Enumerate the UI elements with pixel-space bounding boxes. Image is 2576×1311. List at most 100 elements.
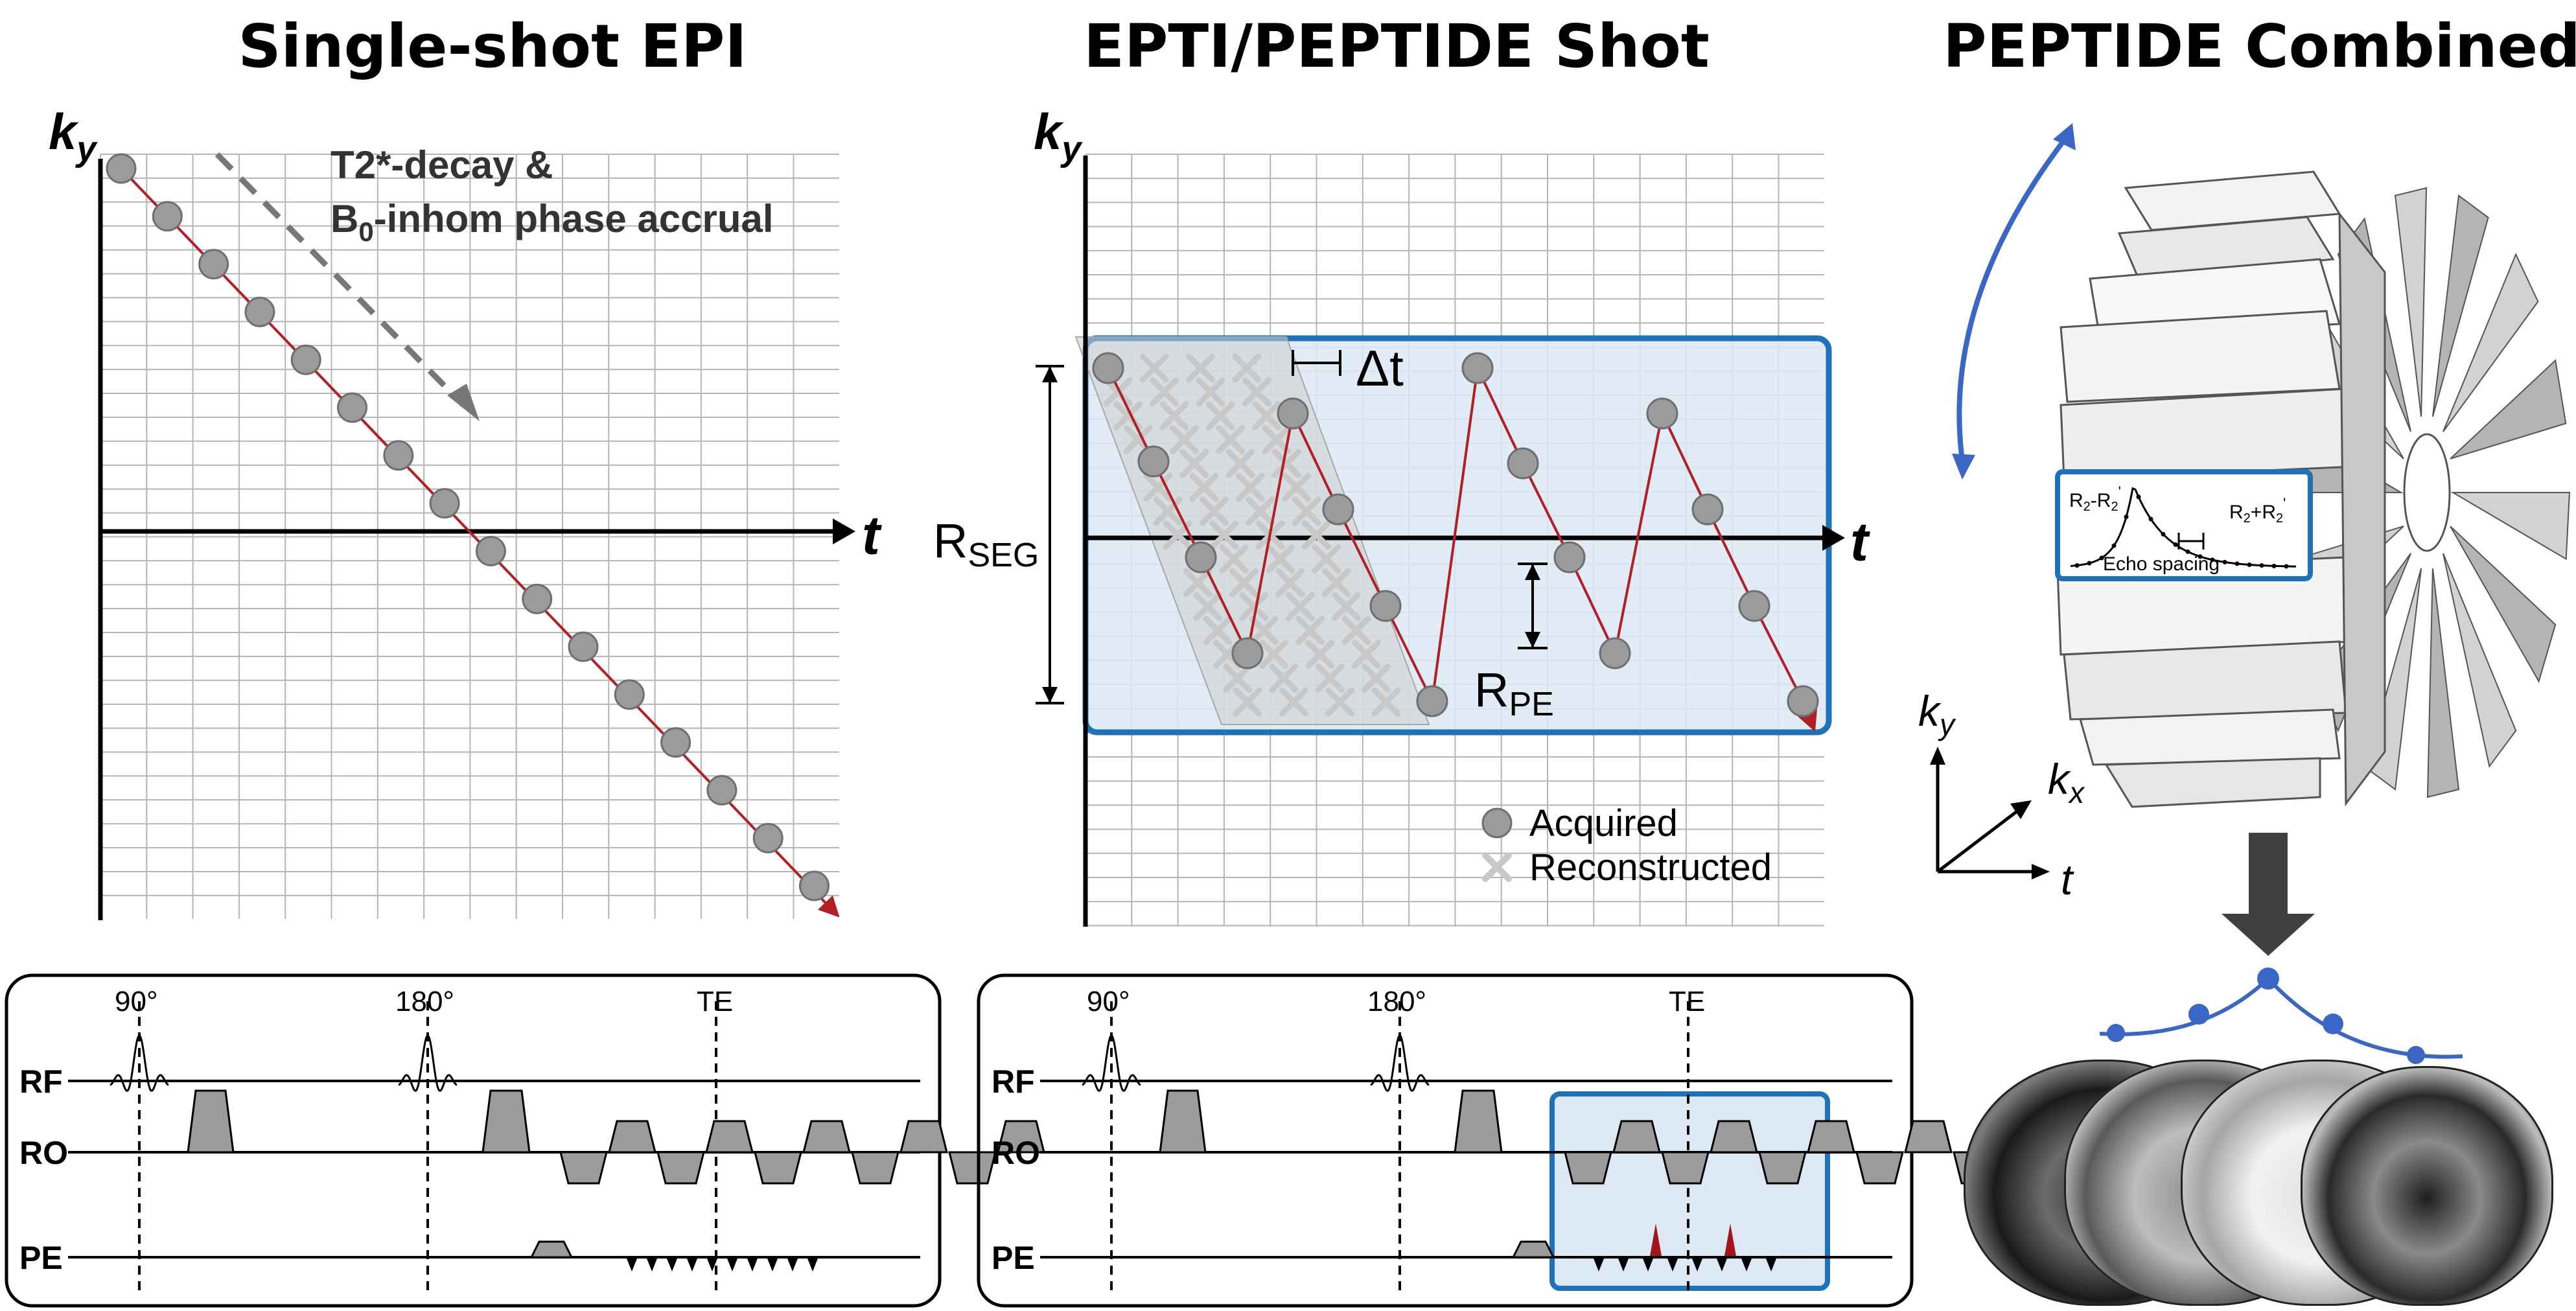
panel-title-epti-shot: EPTI/PEPTIDE Shot xyxy=(1084,12,1710,81)
kx-axis-3d xyxy=(1936,809,2020,873)
inset-echo-point xyxy=(2087,561,2092,566)
inset-echo-point xyxy=(2259,563,2264,568)
cross-stroke xyxy=(1252,401,1282,431)
rf-pulse xyxy=(1370,1034,1430,1092)
inset-echo-point xyxy=(2271,563,2277,568)
k-space-blade xyxy=(2450,359,2567,459)
inset-echo-point xyxy=(2111,543,2117,548)
epi-samples xyxy=(106,153,830,901)
gradient-lobe xyxy=(529,1240,574,1259)
gradient-lobe xyxy=(187,1089,235,1154)
reconstructed-point xyxy=(1150,377,1179,407)
t-axis-label-epti: t xyxy=(1850,511,1870,572)
acquired-point xyxy=(1092,352,1124,384)
reconstructed-point xyxy=(1216,424,1246,454)
panel-title-peptide-combined: PEPTIDE Combined xyxy=(1943,12,2576,81)
pe-blip-large xyxy=(1650,1224,1662,1256)
cross-stroke xyxy=(1113,401,1143,431)
cross-stroke xyxy=(1362,663,1391,693)
inset-echo-point xyxy=(2148,516,2153,522)
cross-stroke xyxy=(1179,448,1209,478)
cross-stroke xyxy=(1279,687,1308,717)
decay-annotation-line1: T2*-decay & xyxy=(331,143,553,187)
ro-label: RO xyxy=(992,1135,1040,1171)
legend-acquired-marker xyxy=(1481,807,1513,839)
cross-stroke xyxy=(1225,448,1255,478)
rf-label: RF xyxy=(19,1063,63,1100)
reconstructed-points xyxy=(1103,353,1401,717)
acquired-points xyxy=(1092,352,1819,717)
gradient-lobe xyxy=(1904,1120,1953,1154)
reconstructed-point xyxy=(1269,663,1299,693)
reconstructed-point xyxy=(1331,592,1361,621)
reconstructed-point xyxy=(1301,520,1331,550)
decay-inset xyxy=(2055,469,2313,581)
pe-blip xyxy=(647,1259,657,1271)
reconstructed-point xyxy=(1189,472,1219,502)
pe-blip xyxy=(1618,1259,1629,1271)
reconstructed-point xyxy=(1295,616,1325,645)
epi-sample-point xyxy=(152,201,183,232)
cross-stroke xyxy=(1203,616,1233,645)
pe-blip xyxy=(1692,1259,1702,1271)
ky-label-3d: ky xyxy=(1918,687,1956,741)
t-axis-label: t xyxy=(862,505,882,566)
reconstructed-point xyxy=(1103,377,1133,407)
cross-stroke xyxy=(1199,496,1229,526)
acquired-point xyxy=(1277,397,1309,430)
t-axis-3d-arrowhead xyxy=(2032,864,2050,879)
epi-sample-point xyxy=(290,344,321,375)
acquired-point xyxy=(1738,590,1770,622)
gradient-lobe xyxy=(1710,1120,1758,1154)
acquired-point xyxy=(1322,493,1354,526)
epi-sample-point xyxy=(568,631,599,662)
pe-blip xyxy=(767,1259,778,1271)
gradient-lobe xyxy=(1758,1151,1807,1185)
reconstructed-point xyxy=(1239,592,1269,621)
k-space-blade xyxy=(2450,526,2557,683)
kx-axis-3d-arrowhead xyxy=(2010,800,2032,819)
gradient-lobe xyxy=(1612,1120,1661,1154)
rpe-label: RPE xyxy=(1474,663,1554,723)
cross-stroke xyxy=(1159,401,1189,431)
cross-stroke xyxy=(1169,424,1199,454)
cross-stroke xyxy=(1259,640,1289,669)
k-space-blade xyxy=(2450,492,2571,561)
cross-stroke xyxy=(1292,496,1321,526)
cross-stroke xyxy=(1219,544,1249,574)
inset-echo-point xyxy=(2124,515,2129,520)
cross-stroke xyxy=(1325,687,1355,717)
epi-sample-point xyxy=(429,488,460,519)
cross-stroke xyxy=(1196,377,1225,407)
reconstructed-point xyxy=(1223,663,1253,693)
pe-blip xyxy=(1766,1259,1776,1271)
gradient-lobe xyxy=(482,1089,531,1154)
acquired-point xyxy=(1461,352,1494,384)
reconstructed-point xyxy=(1209,520,1239,550)
reconstructed-point xyxy=(1259,640,1289,669)
inset-echo-point xyxy=(2173,542,2178,547)
cross-stroke xyxy=(1242,377,1271,407)
epi-sample-point xyxy=(475,535,506,566)
reconstructed-point xyxy=(1315,663,1345,693)
brain-image-4 xyxy=(2301,1066,2553,1306)
epti-kspace-panel: ky t Δt RSEG RPE Acquired Reconstructed xyxy=(933,103,1870,927)
gradient-lobe xyxy=(948,1151,997,1185)
gradient-lobe xyxy=(1807,1120,1855,1154)
reconstructed-point xyxy=(1282,472,1312,502)
pe-blip xyxy=(667,1259,677,1271)
inset-caption: Echo spacing xyxy=(2103,553,2220,575)
cross-stroke xyxy=(1265,544,1295,574)
epi-sample-point xyxy=(799,870,830,901)
k-space-blade xyxy=(2426,568,2460,798)
gradient-lobe xyxy=(608,1120,656,1154)
reconstructed-point xyxy=(1203,616,1233,645)
k-space-blade xyxy=(2443,253,2539,432)
reconstructed-point xyxy=(1196,377,1225,407)
reconstructed-point xyxy=(1225,448,1255,478)
pe-blip xyxy=(707,1259,717,1271)
reconstructed-point xyxy=(1205,401,1235,431)
reconstructed-point xyxy=(1262,424,1292,454)
